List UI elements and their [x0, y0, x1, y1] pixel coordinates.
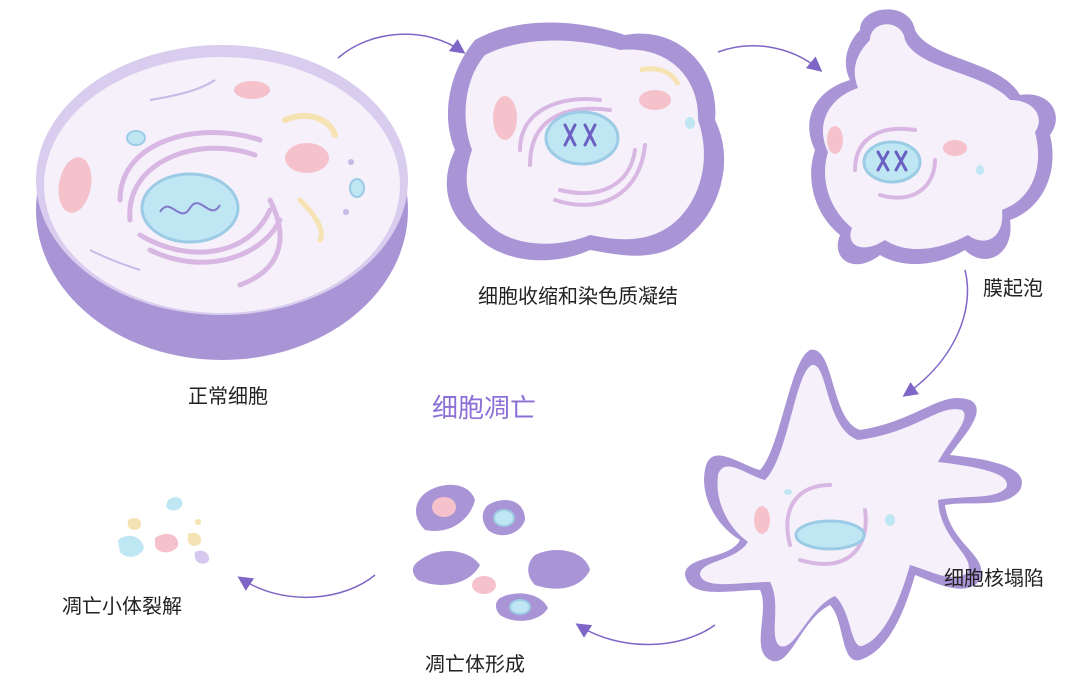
apoptotic-bodies [412, 484, 590, 621]
collapsing-cell [685, 349, 1022, 662]
label-normal-cell: 正常细胞 [188, 384, 268, 408]
label-body-formation: 凋亡体形成 [425, 652, 525, 676]
shrinking-cell [446, 22, 725, 261]
arrow-collapse-to-bodies [575, 623, 716, 646]
diagram-title: 细胞凋亡 [432, 394, 537, 424]
label-shrinkage: 细胞收缩和染色质凝结 [478, 284, 678, 308]
arrow-bleb-to-collapse [902, 269, 969, 397]
arrow-shrink-to-bleb [717, 45, 823, 72]
label-body-lysis: 凋亡小体裂解 [62, 594, 182, 618]
lysed-fragments [118, 497, 209, 564]
blebbing-cell [809, 9, 1056, 265]
label-blebbing: 膜起泡 [983, 276, 1043, 300]
arrow-normal-to-shrink [337, 33, 466, 59]
label-nuclear-collapse: 细胞核塌陷 [944, 566, 1044, 590]
arrow-bodies-to-lysis [237, 574, 376, 599]
process-arrows [237, 33, 969, 646]
normal-cell [36, 45, 408, 360]
